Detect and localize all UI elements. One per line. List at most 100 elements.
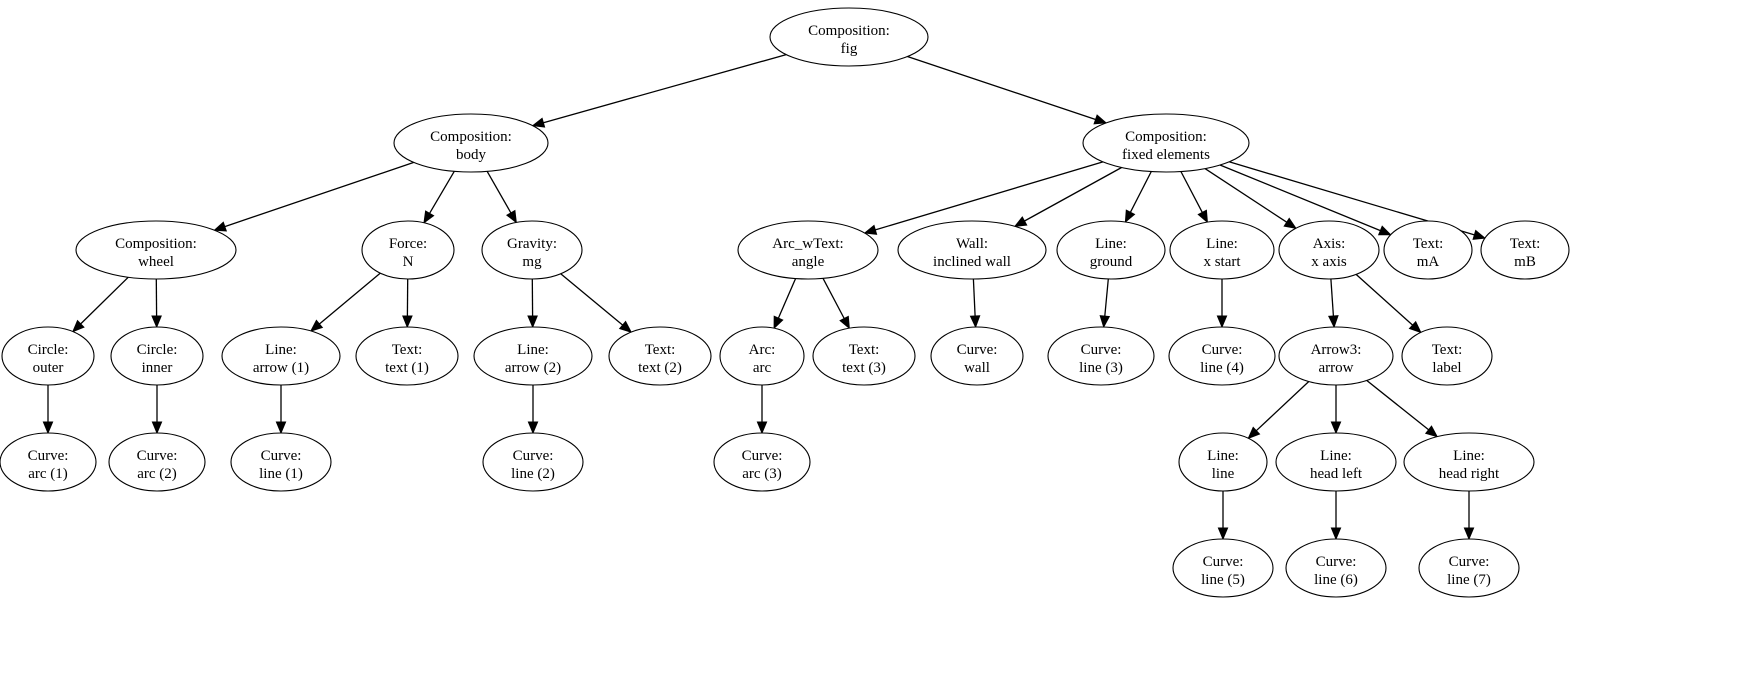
node-curveline2[interactable]: Curve:line (2) xyxy=(482,432,584,492)
node-ellipse xyxy=(110,326,204,386)
node-label-type: Circle: xyxy=(137,342,178,358)
edge-layer xyxy=(42,53,1487,541)
node-label-type: Arc_wText: xyxy=(772,236,843,252)
node-ellipse xyxy=(1275,432,1397,492)
node-arcwtext[interactable]: Arc_wText:angle xyxy=(737,220,879,280)
node-linearrow1[interactable]: Line: arrow (1) xyxy=(221,326,341,386)
node-axisx[interactable]: Axis:x axis xyxy=(1278,220,1380,280)
node-curvearc3[interactable]: Curve:arc (3) xyxy=(713,432,811,492)
node-curveline3[interactable]: Curve:line (3) xyxy=(1047,326,1155,386)
node-ellipse xyxy=(481,220,583,280)
node-ellipse xyxy=(769,7,929,67)
node-ellipse xyxy=(473,326,593,386)
node-wall[interactable]: Wall:inclined wall xyxy=(897,220,1047,280)
arrowhead-icon xyxy=(1377,225,1392,236)
node-ellipse xyxy=(361,220,455,280)
edge-body-to-gravity xyxy=(486,171,512,214)
node-label-name: arrow (1) xyxy=(253,360,309,376)
node-label-name: head left xyxy=(1310,466,1363,482)
node-layer: Composition:figComposition:bodyCompositi… xyxy=(0,7,1570,598)
arrowhead-icon xyxy=(1408,320,1422,334)
node-label-type: Gravity: xyxy=(507,236,557,252)
node-ellipse xyxy=(1,326,95,386)
node-label-type: Curve: xyxy=(1202,342,1243,358)
node-lineline[interactable]: Line:line xyxy=(1178,432,1268,492)
node-curveline5[interactable]: Curve:line (5) xyxy=(1172,538,1274,598)
node-label-type: Curve: xyxy=(957,342,998,358)
node-curvearc2[interactable]: Curve:arc (2) xyxy=(108,432,206,492)
node-label-name: fixed elements xyxy=(1122,147,1210,163)
node-textlabel[interactable]: Text:label xyxy=(1401,326,1493,386)
node-label-name: label xyxy=(1432,360,1461,376)
node-ellipse xyxy=(1047,326,1155,386)
node-texttext1[interactable]: Text:text (1) xyxy=(355,326,459,386)
node-lineheadright[interactable]: Line:head right xyxy=(1403,432,1535,492)
node-curveline7[interactable]: Curve:line (7) xyxy=(1418,538,1520,598)
node-curvearc1[interactable]: Curve: arc (1) xyxy=(0,432,97,492)
arrowhead-icon xyxy=(839,315,850,330)
edge-arcwtext-to-texttext3 xyxy=(822,277,845,319)
node-ellipse xyxy=(812,326,916,386)
node-textmA[interactable]: Text:mA xyxy=(1383,220,1473,280)
edge-axisx-to-textlabel xyxy=(1355,273,1414,326)
node-forceN[interactable]: Force:N xyxy=(361,220,455,280)
node-label-type: Wall: xyxy=(956,236,988,252)
node-label-name: line (5) xyxy=(1201,572,1245,588)
node-texttext3[interactable]: Text:text (3) xyxy=(812,326,916,386)
arrowhead-icon xyxy=(506,209,517,224)
node-ellipse xyxy=(108,432,206,492)
node-textmB[interactable]: Text:mB xyxy=(1480,220,1570,280)
arrowhead-icon xyxy=(773,315,784,330)
node-ellipse xyxy=(1169,220,1275,280)
arrowhead-icon xyxy=(151,421,163,435)
node-label-type: Curve: xyxy=(261,448,302,464)
node-lineground[interactable]: Line:ground xyxy=(1056,220,1166,280)
arrowhead-icon xyxy=(1013,216,1028,228)
node-ellipse xyxy=(1278,326,1394,386)
node-arrow3[interactable]: Arrow3:arrow xyxy=(1278,326,1394,386)
node-fixed[interactable]: Composition:fixed elements xyxy=(1082,113,1250,173)
node-fig[interactable]: Composition:fig xyxy=(769,7,929,67)
edge-arrow3-to-lineline xyxy=(1255,381,1310,432)
node-curvewall[interactable]: Curve:wall xyxy=(930,326,1024,386)
arrowhead-icon xyxy=(863,224,878,235)
node-curveline1[interactable]: Curve: line (1) xyxy=(230,432,332,492)
node-linexstart[interactable]: Line:x start xyxy=(1169,220,1275,280)
node-wheel[interactable]: Composition:wheel xyxy=(75,220,237,280)
arrowhead-icon xyxy=(151,315,162,329)
node-label-name: line (4) xyxy=(1200,360,1244,376)
node-lineheadleft[interactable]: Line:head left xyxy=(1275,432,1397,492)
node-label-name: line (6) xyxy=(1314,572,1358,588)
node-label-name: wheel xyxy=(138,254,174,270)
node-linearrow2[interactable]: Line:arrow (2) xyxy=(473,326,593,386)
node-body[interactable]: Composition:body xyxy=(393,113,549,173)
node-ellipse xyxy=(1383,220,1473,280)
node-gravity[interactable]: Gravity:mg xyxy=(481,220,583,280)
node-label-type: Line: xyxy=(1206,236,1238,252)
edge-arcwtext-to-arcarc xyxy=(777,278,797,319)
node-label-type: Line: xyxy=(265,342,297,358)
node-label-type: Curve: xyxy=(28,448,69,464)
node-circleinner[interactable]: Circle:inner xyxy=(110,326,204,386)
node-label-type: Circle: xyxy=(28,342,69,358)
node-label-name: line (2) xyxy=(511,466,555,482)
edge-gravity-to-texttext2 xyxy=(560,273,624,326)
arrowhead-icon xyxy=(1472,229,1487,240)
node-ellipse xyxy=(1168,326,1276,386)
arrowhead-icon xyxy=(402,315,413,329)
node-label-name: arc (1) xyxy=(28,466,68,482)
node-ellipse xyxy=(75,220,237,280)
node-circleouter[interactable]: Circle:outer xyxy=(1,326,95,386)
node-label-name: line (1) xyxy=(259,466,303,482)
node-curveline4[interactable]: Curve: line (4) xyxy=(1168,326,1276,386)
node-ellipse xyxy=(1418,538,1520,598)
node-ellipse xyxy=(1480,220,1570,280)
node-curveline6[interactable]: Curve:line (6) xyxy=(1285,538,1387,598)
edge-body-to-forceN xyxy=(429,170,455,214)
node-label-name: mA xyxy=(1417,254,1440,270)
arrowhead-icon xyxy=(1330,421,1342,435)
node-label-type: Curve: xyxy=(1449,554,1490,570)
node-arcarc[interactable]: Arc:arc xyxy=(719,326,805,386)
arrowhead-icon xyxy=(71,319,85,333)
node-texttext2[interactable]: Text:text (2) xyxy=(608,326,712,386)
